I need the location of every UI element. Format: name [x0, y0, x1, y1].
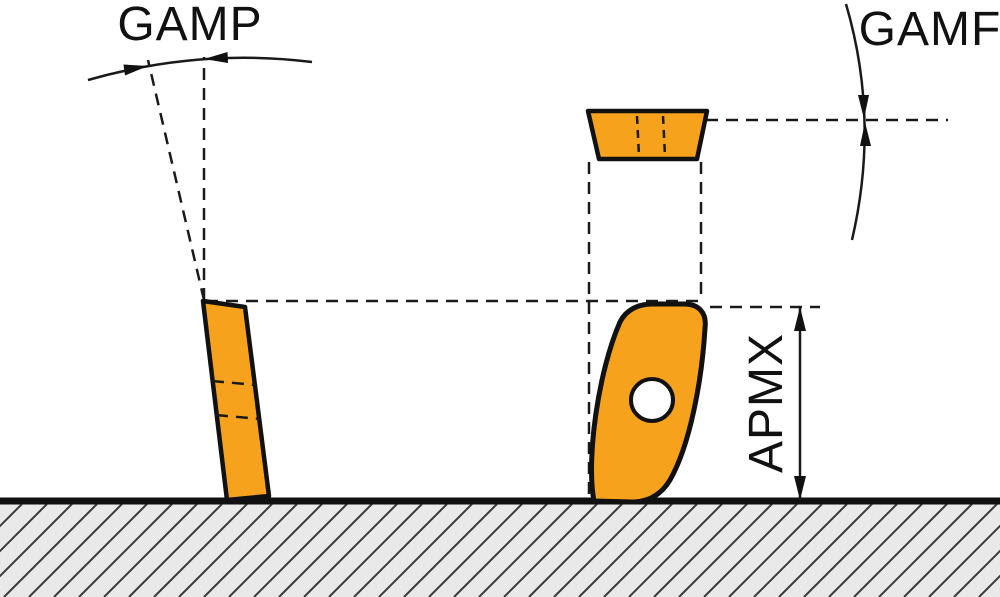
insert-top-view-body [585, 108, 710, 162]
hatch-line [178, 503, 273, 597]
hidden-hole-edge-line [215, 413, 261, 421]
hatch-line [403, 503, 498, 597]
hatch-line [728, 503, 823, 597]
hatch-line [778, 503, 873, 597]
hatch-line [28, 503, 123, 597]
gamp-arrow-right [204, 52, 228, 63]
ground [0, 497, 1000, 597]
hatch-line [903, 503, 998, 597]
hatch-line [203, 503, 298, 597]
hatch-line [928, 524, 1000, 597]
gamf-angle-arc [844, 3, 866, 241]
hatch-line [228, 503, 323, 597]
hatch-line [0, 503, 73, 578]
hatch-line [503, 503, 598, 597]
insert-top-view [585, 108, 710, 162]
hatch-line [253, 503, 348, 597]
hatch-line [103, 503, 198, 597]
hatch-line [53, 503, 148, 597]
gamp-label: GAMP [117, 0, 262, 51]
hatch-line [678, 503, 773, 597]
insert-axis-extension-line [146, 59, 206, 301]
hatch-line [753, 503, 848, 597]
hatch-line [553, 503, 648, 597]
hatch-line [653, 503, 748, 597]
hatch-line [3, 503, 98, 597]
insert-left-body [200, 298, 272, 503]
hidden-hole-edge-line [211, 379, 257, 387]
apmx-arrow-top [794, 307, 806, 331]
hatch-line [328, 503, 423, 597]
gamf-arrow-up [860, 122, 871, 146]
hatch-line [478, 503, 573, 597]
apmx-label: APMX [740, 333, 793, 473]
hatch-line [528, 503, 623, 597]
gamp-angle-arc [87, 56, 313, 82]
gamf-arrow-down [858, 95, 869, 119]
ground-hatch-lines [0, 503, 1000, 597]
hatch-line [453, 503, 548, 597]
hatch-line [303, 503, 398, 597]
hatch-line [0, 503, 48, 553]
hatch-line [353, 503, 448, 597]
arrowheads [123, 52, 871, 500]
apmx-arrow-bottom [794, 476, 806, 500]
insert-side-upright-view [589, 301, 708, 505]
hatch-line [603, 503, 698, 597]
hatch-line [0, 503, 23, 528]
hatch-line [828, 503, 923, 597]
hatch-line [803, 503, 898, 597]
hatch-line [128, 503, 223, 597]
hatch-line [278, 503, 373, 597]
construction-lines [87, 3, 948, 500]
gamp-arrow-left [123, 64, 148, 76]
hatch-line [978, 574, 1000, 597]
insert-side-tilted-view [200, 298, 272, 503]
hatch-line [578, 503, 673, 597]
hatch-line [378, 503, 473, 597]
hidden-hole-edge-line [661, 115, 667, 157]
insert-screw-hole [629, 377, 675, 423]
hatch-line [853, 503, 948, 597]
hidden-hole-edge-line [635, 115, 641, 157]
hatch-line [878, 503, 973, 597]
hatch-line [428, 503, 523, 597]
gamf-label: GAMF [859, 3, 1000, 56]
hatch-line [78, 503, 173, 597]
hatch-line [953, 549, 1000, 597]
hatch-line [628, 503, 723, 597]
hatch-line [153, 503, 248, 597]
hatch-line [703, 503, 798, 597]
